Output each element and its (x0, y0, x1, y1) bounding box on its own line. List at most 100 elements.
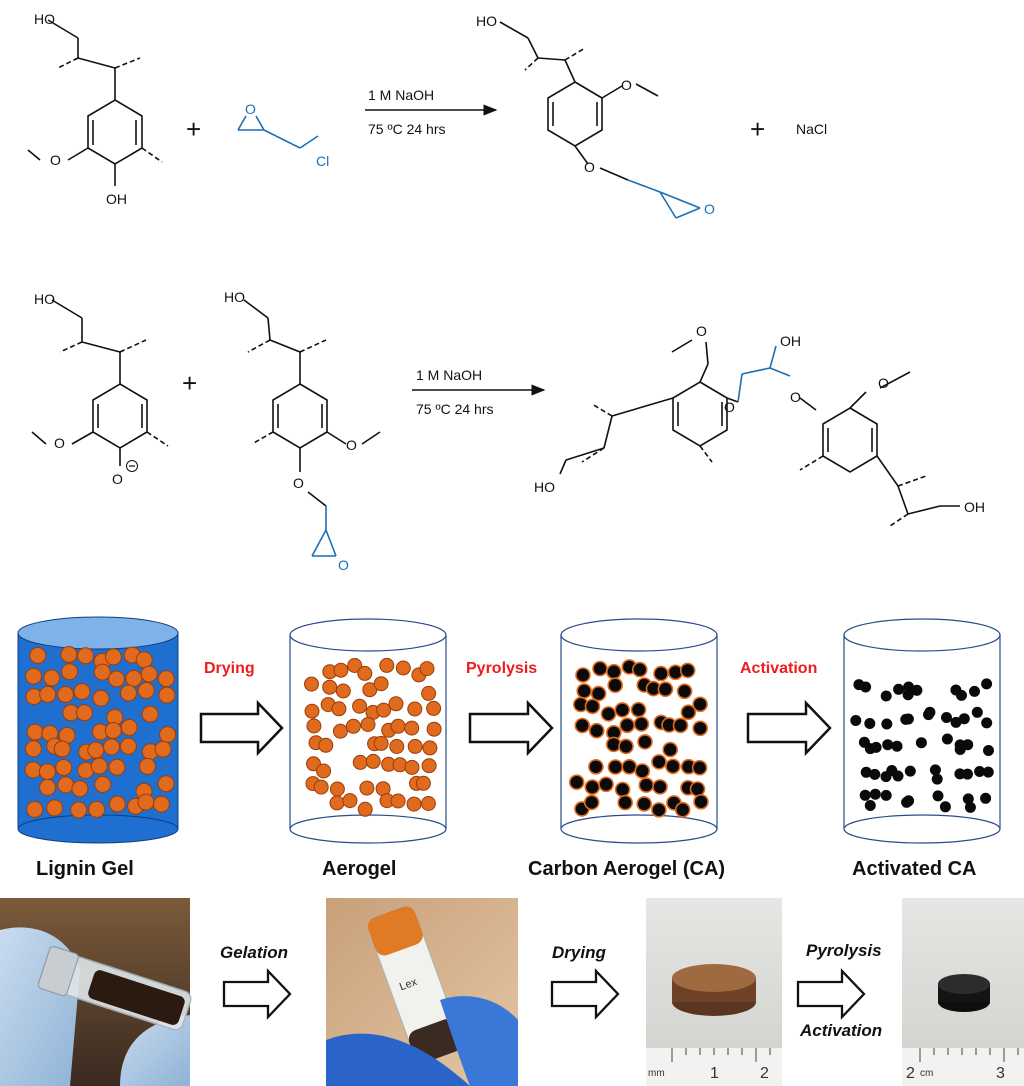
particle (614, 702, 631, 718)
epichlorohydrin-o: O (245, 101, 256, 117)
negative-charge-icon (126, 460, 138, 472)
particle (941, 712, 952, 723)
particle (588, 758, 604, 775)
particle (631, 661, 648, 678)
particle (881, 718, 893, 730)
ruler-2-ticks (919, 1048, 1019, 1062)
particle (637, 734, 653, 750)
particle (152, 795, 170, 813)
particle (103, 738, 120, 756)
pyrolysis-activation-arrow-icon (796, 968, 866, 1020)
particle (104, 722, 122, 739)
particle (568, 774, 585, 791)
particle (636, 796, 653, 812)
epichlorohydrin-cl: Cl (316, 153, 329, 169)
particle (590, 685, 607, 702)
particle (426, 700, 442, 716)
glycidyl-product (499, 21, 659, 181)
particle (651, 754, 667, 770)
particle (598, 776, 614, 793)
particle (421, 758, 437, 774)
byproduct-nacl: NaCl (796, 121, 827, 137)
particle (332, 723, 348, 739)
p2-methoxy-o-right: O (878, 375, 889, 391)
particle (108, 758, 126, 776)
particle (964, 801, 976, 813)
particle (329, 781, 345, 797)
particle (676, 683, 693, 700)
p2-oh-right: OH (964, 499, 985, 515)
particle (360, 717, 376, 732)
r1-reagent: 1 M NaOH (368, 87, 434, 103)
particle (969, 685, 980, 697)
particle (607, 677, 624, 694)
particle (24, 761, 42, 779)
particle (962, 768, 973, 780)
particle (125, 669, 143, 687)
particle (981, 678, 993, 690)
particle (26, 723, 44, 741)
particle (73, 683, 91, 700)
particle (61, 663, 79, 681)
particle (57, 686, 74, 703)
particle (869, 788, 881, 800)
particle (140, 665, 158, 683)
particle (956, 689, 967, 701)
particle (159, 726, 177, 744)
particle (980, 792, 992, 804)
photo-carbon-aerogel-disk: 2 cm 3 (902, 898, 1024, 1086)
particle (313, 779, 329, 795)
particle (104, 648, 122, 666)
particle (426, 721, 442, 737)
particle (87, 741, 105, 759)
p1-ho: HO (476, 13, 497, 29)
label-aerogel: Aerogel (322, 858, 396, 880)
reaction-2: HO O O + HO O O (31, 289, 985, 573)
particle (120, 718, 138, 736)
glycidyl-group (627, 179, 701, 219)
particle (29, 647, 47, 664)
step-pyrolysis: Pyrolysis (466, 660, 537, 677)
p1-methoxy-o: O (621, 77, 632, 93)
photo-step-drying: Drying (552, 943, 606, 962)
particle (158, 686, 176, 704)
r2-ho: HO (34, 291, 55, 307)
r2-methoxy-o: O (54, 435, 65, 451)
particle (46, 799, 64, 817)
ruler-2-mark-2: 2 (906, 1065, 915, 1082)
particle (420, 796, 436, 811)
particle (373, 676, 389, 692)
particle (880, 789, 892, 801)
particle (60, 646, 78, 663)
particle (901, 796, 913, 808)
drying-photo-arrow-icon (550, 968, 620, 1020)
particle (390, 793, 406, 809)
particle (619, 717, 636, 734)
particle (614, 781, 631, 798)
r2b-ether-o: O (293, 475, 304, 491)
particle (575, 667, 591, 683)
particle (43, 669, 61, 687)
particle (902, 713, 914, 725)
particle (618, 738, 634, 755)
particle (902, 689, 914, 701)
particle (404, 720, 420, 736)
particle (26, 800, 44, 818)
particle (892, 770, 904, 782)
particle (94, 775, 112, 793)
ruler-2-unit: cm (920, 1068, 933, 1079)
particle (421, 685, 437, 701)
photo-step-pyrolysis: Pyrolysis (806, 941, 882, 960)
particle (981, 717, 993, 729)
particle (389, 739, 405, 754)
particle (422, 740, 438, 756)
particle (345, 718, 361, 734)
particle (691, 759, 708, 776)
particle (633, 716, 650, 732)
particle (932, 790, 944, 802)
particle (333, 662, 349, 678)
particle (53, 740, 71, 758)
particle (931, 773, 943, 785)
particle (57, 776, 75, 794)
